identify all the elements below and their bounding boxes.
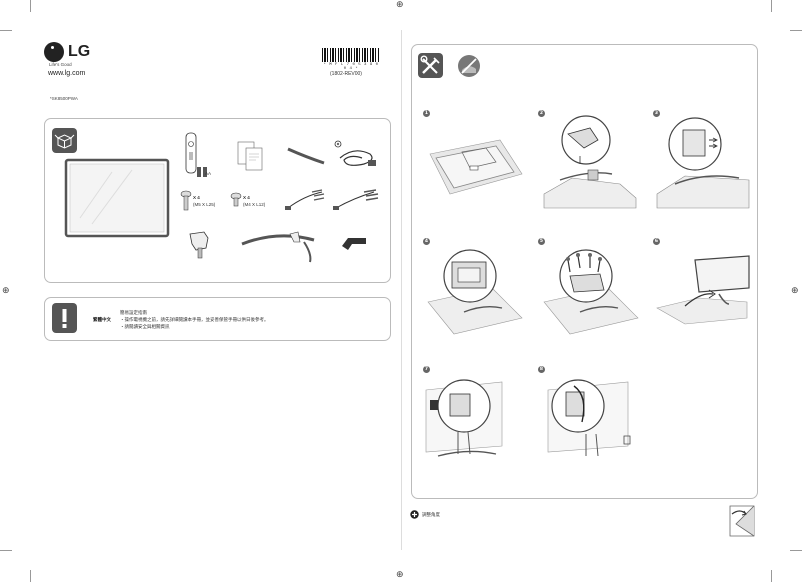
- batteries-icon: [197, 167, 207, 177]
- crop-mark: [790, 550, 802, 551]
- tools-badge: [418, 53, 443, 78]
- stand-bracket-icon: [189, 231, 209, 259]
- screw-m4-size: (M4 X L12): [243, 202, 266, 207]
- no-soft-surface-icon: [458, 55, 480, 77]
- assembly-panel: [411, 44, 758, 499]
- plus-circle-icon: [410, 510, 419, 519]
- box-contents-badge: [52, 128, 77, 153]
- tv-illustration: [64, 158, 170, 238]
- step-8-illustration: [547, 379, 631, 457]
- step-number-2: 2: [538, 110, 545, 117]
- tagline: Life's Good: [49, 62, 72, 67]
- screw-m4-count: X 4: [243, 195, 250, 200]
- crop-mark: [30, 0, 31, 12]
- step-1-illustration: [429, 139, 523, 195]
- step-5-illustration: [543, 249, 639, 335]
- step-number-7: 7: [423, 366, 430, 373]
- stand-base-icon: [241, 231, 315, 263]
- step-number-4: 4: [423, 238, 430, 245]
- website-url: www.lg.com: [48, 70, 86, 77]
- step-number-1: 1: [423, 110, 430, 117]
- step-number-5: 5: [538, 238, 545, 245]
- av-cable-icon: [285, 189, 325, 210]
- warning-language: 繁體中文: [93, 318, 111, 323]
- registration-mark-right: ⊕: [791, 286, 799, 296]
- registration-mark-left: ⊕: [2, 286, 10, 296]
- warning-panel: [44, 297, 391, 341]
- open-box-icon: [54, 134, 75, 149]
- barcode: [322, 48, 380, 62]
- step-6-illustration: [656, 255, 750, 325]
- fold-line: [401, 30, 402, 550]
- step-7-illustration: [425, 379, 503, 457]
- screwdriver-wrench-icon: [420, 55, 440, 74]
- lg-logo: LG: [44, 42, 90, 62]
- registration-mark-bottom: ⊕: [396, 570, 404, 580]
- screw-m5-size: (M5 X L25): [193, 202, 216, 207]
- exclamation-icon: [62, 309, 67, 328]
- page-turn-icon: [729, 505, 755, 537]
- screw-m5-count: X 4: [193, 195, 200, 200]
- footer-note: 調整角度: [422, 513, 440, 518]
- lg-logo-mark: [44, 42, 64, 62]
- lg-logo-text: LG: [68, 43, 91, 60]
- remote-control-icon: [185, 132, 197, 174]
- step-number-3: 3: [653, 110, 660, 117]
- warning-line-3: ・請閱讀安全與相關資訊: [120, 325, 170, 330]
- crop-mark: [790, 30, 802, 31]
- document-code: (1802-REV00): [330, 71, 362, 77]
- step-number-6: 6: [653, 238, 660, 245]
- crop-mark: [771, 570, 772, 582]
- crop-mark: [0, 550, 12, 551]
- warning-badge: [52, 303, 77, 333]
- cable-holder-icon: [342, 238, 366, 250]
- screw-m4-icon: [230, 192, 242, 207]
- step-number-8: 8: [538, 366, 545, 373]
- barcode-text: * M F L 7 0 5 3 9 0 0 4 *: [323, 63, 379, 71]
- model-number: *SK8500PWA: [50, 96, 78, 101]
- accessories-panel: [44, 118, 391, 283]
- power-cord-icon: [334, 140, 376, 166]
- component-cable-icon: [333, 189, 379, 210]
- crop-mark: [30, 570, 31, 582]
- step-4-illustration: [427, 249, 523, 335]
- step-2-illustration: [543, 115, 637, 209]
- warning-line-2: ・操作電視機之前，請先詳細閱讀本手冊，並妥善保管手冊以供日後參考。: [120, 318, 269, 323]
- crop-mark: [771, 0, 772, 12]
- crop-mark: [0, 30, 12, 31]
- warning-line-1: 簡易設定指南: [120, 311, 147, 316]
- step-3-illustration: [656, 117, 750, 209]
- stand-cover-icon: [287, 147, 325, 165]
- screw-m5-icon: [180, 190, 192, 211]
- registration-mark-top: ⊕: [396, 0, 404, 10]
- batteries-label: AA: [205, 171, 212, 176]
- manual-documents-icon: [237, 141, 263, 171]
